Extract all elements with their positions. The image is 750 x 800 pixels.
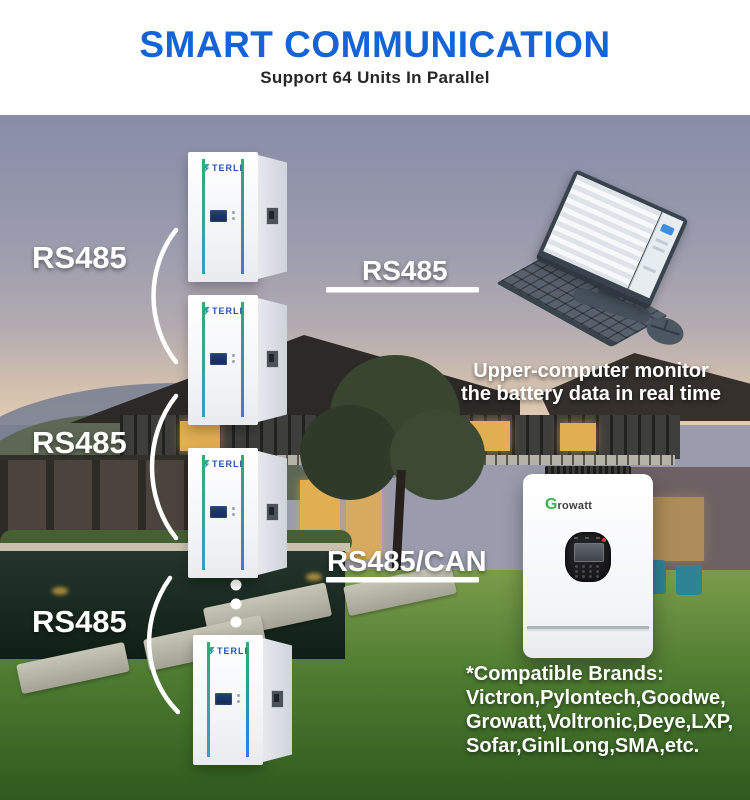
lit-window — [180, 421, 220, 451]
monitor-panel-line — [643, 265, 657, 274]
growatt-logo-text: rowatt — [557, 500, 593, 512]
page-title: SMART COMMUNICATION — [139, 24, 611, 65]
inverter-key — [582, 575, 585, 578]
battery-button — [232, 217, 235, 220]
inverter-key — [589, 570, 592, 573]
inverter-key — [589, 565, 592, 568]
terli-logo: TERLI — [188, 163, 258, 173]
terli-logo: TERLI — [188, 306, 258, 316]
monitor-caption-line1: Upper-computer monitor — [473, 360, 709, 382]
tree-foliage — [300, 405, 400, 500]
monitor-blue-button — [659, 223, 675, 236]
page-subtitle: Support 64 Units In Parallel — [260, 68, 490, 87]
battery-port — [266, 503, 279, 521]
battery-button — [237, 700, 240, 703]
inverter-key — [596, 570, 599, 573]
monitor-panel-line — [655, 237, 669, 246]
compatible-brands-line2: Victron,Pylontech,Goodwe, — [466, 687, 726, 709]
terli-logo-text: TERLI — [212, 163, 243, 173]
compatible-brands-line4: Sofar,GinlLong,SMA,etc. — [466, 735, 700, 757]
panel-indicator — [574, 537, 578, 539]
battery-stripe — [241, 159, 244, 274]
inverter-key — [582, 570, 585, 573]
inverter-status-led — [602, 538, 606, 542]
patio-chair — [676, 565, 702, 595]
terli-logo-icon — [203, 459, 210, 469]
terli-logo-text: TERLI — [217, 646, 248, 656]
terli-logo-text: TERLI — [212, 306, 243, 316]
terli-logo-text: TERLI — [212, 459, 243, 469]
inverter-key — [575, 570, 578, 573]
battery-port — [266, 350, 279, 368]
battery-stripe — [202, 159, 205, 274]
compatible-brands-note: *Compatible Brands: Victron,Pylontech,Go… — [466, 662, 746, 758]
battery-button — [232, 354, 235, 357]
battery-button — [232, 211, 235, 214]
inverter-control-panel — [565, 532, 611, 582]
inverter-key — [575, 575, 578, 578]
tree-foliage — [390, 410, 485, 500]
inverter-key — [596, 575, 599, 578]
terli-logo-icon — [208, 646, 215, 656]
rs485-label-2: RS485 — [32, 425, 127, 460]
rs485-can-label: RS485/CAN — [327, 546, 487, 578]
rs485-label-1: RS485 — [32, 240, 127, 275]
battery-port — [266, 207, 279, 225]
battery-stripe — [241, 302, 244, 417]
rs485-label-monitor: RS485 — [362, 255, 448, 286]
battery-button — [232, 360, 235, 363]
growatt-logo: G rowatt — [545, 496, 592, 514]
battery-button — [232, 507, 235, 510]
battery-display — [210, 210, 227, 222]
pool-light-reflection — [52, 587, 68, 595]
pool-light-reflection — [306, 573, 322, 581]
terli-logo: TERLI — [188, 459, 258, 469]
battery-stripe — [202, 302, 205, 417]
terli-logo: TERLI — [193, 646, 263, 656]
battery-stripe — [241, 455, 244, 570]
rs485-label-3: RS485 — [32, 604, 127, 639]
inverter-divider — [527, 626, 649, 631]
inverter-key — [596, 565, 599, 568]
battery-unit-2: TERLI — [188, 295, 288, 425]
monitor-caption: Upper-computer monitor the battery data … — [460, 360, 722, 406]
inverter-key — [589, 575, 592, 578]
compatible-brands-line3: Growatt,Voltronic,Deye,LXP, — [466, 711, 734, 733]
panel-indicator — [596, 537, 600, 539]
battery-unit-3: TERLI — [188, 448, 288, 578]
battery-display — [210, 506, 227, 518]
growatt-inverter: G rowatt — [523, 466, 653, 658]
battery-port — [271, 690, 284, 708]
battery-stripe — [246, 642, 249, 757]
battery-button — [232, 513, 235, 516]
monitor-panel-line — [651, 245, 666, 254]
battery-unit-1: TERLI — [188, 152, 288, 282]
inverter-key — [575, 565, 578, 568]
inverter-display — [574, 543, 604, 562]
terli-logo-icon — [203, 306, 210, 316]
battery-button — [237, 694, 240, 697]
pool-edge — [0, 543, 350, 552]
battery-display — [210, 353, 227, 365]
inverter-body: G rowatt — [523, 474, 653, 658]
battery-stripe — [207, 642, 210, 757]
lit-window — [560, 423, 596, 451]
terli-logo-icon — [203, 163, 210, 173]
monitor-caption-line2: the battery data in real time — [460, 383, 722, 405]
panel-indicator — [585, 537, 589, 539]
battery-display — [215, 693, 232, 705]
growatt-logo-g: G — [545, 496, 558, 513]
compatible-brands-line1: *Compatible Brands: — [466, 663, 664, 685]
battery-stripe — [202, 455, 205, 570]
dim-window — [648, 497, 704, 561]
inverter-key — [582, 565, 585, 568]
battery-unit-4: TERLI — [193, 635, 293, 765]
